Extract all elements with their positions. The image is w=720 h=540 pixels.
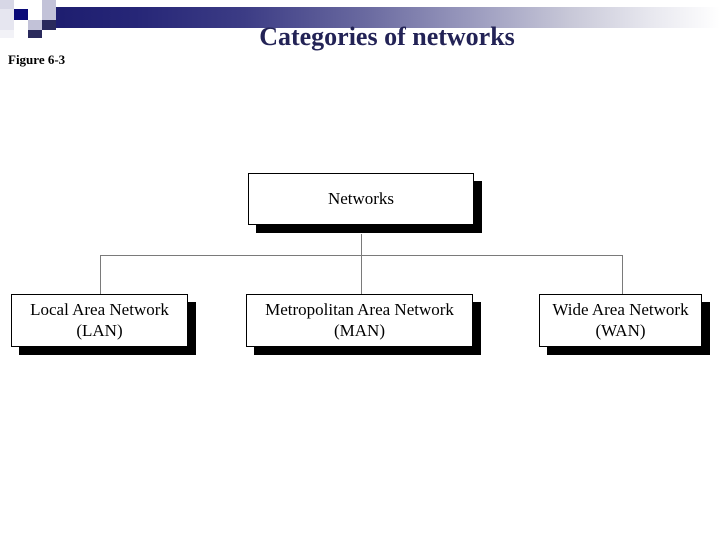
page-title: Categories of networks	[259, 22, 515, 51]
node-wan-label: Wide Area Network (WAN)	[546, 300, 694, 340]
decoration-square	[0, 30, 14, 38]
connector-drop-wan	[622, 255, 623, 294]
node-man[interactable]: Metropolitan Area Network (MAN)	[246, 294, 473, 347]
node-wan-line-2: (WAN)	[595, 320, 646, 340]
connector-drop-man	[361, 255, 362, 294]
connector-drop-lan	[100, 255, 101, 294]
decoration-square	[0, 0, 14, 9]
decoration-square	[28, 9, 42, 20]
decoration-square	[0, 9, 14, 20]
node-networks-label: Networks	[327, 188, 395, 208]
node-lan[interactable]: Local Area Network (LAN)	[11, 294, 188, 347]
decoration-square	[28, 20, 42, 30]
node-networks[interactable]: Networks	[248, 173, 474, 225]
decoration-square	[28, 30, 42, 38]
node-lan-line-1: Local Area Network	[30, 300, 169, 320]
node-lan-label: Local Area Network (LAN)	[24, 300, 175, 340]
decoration-square	[14, 9, 28, 20]
decoration-square	[42, 20, 56, 30]
decoration-square	[14, 30, 28, 38]
figure-label: Figure 6-3	[8, 52, 66, 67]
node-lan-line-2: (LAN)	[76, 320, 123, 340]
decoration-square	[14, 20, 28, 30]
decoration-square	[0, 20, 14, 30]
node-man-label: Metropolitan Area Network (MAN)	[259, 300, 460, 340]
decoration-square	[42, 30, 56, 38]
node-wan[interactable]: Wide Area Network (WAN)	[539, 294, 702, 347]
node-man-line-1: Metropolitan Area Network	[265, 300, 454, 320]
decoration-square	[28, 0, 42, 9]
connector-root-stem	[361, 234, 362, 256]
node-wan-line-1: Wide Area Network	[552, 300, 689, 320]
header-gradient-bar	[40, 7, 720, 28]
node-man-line-2: (MAN)	[334, 320, 385, 340]
decoration-square	[42, 0, 56, 9]
decoration-square	[42, 9, 56, 20]
decoration-square	[14, 0, 28, 9]
